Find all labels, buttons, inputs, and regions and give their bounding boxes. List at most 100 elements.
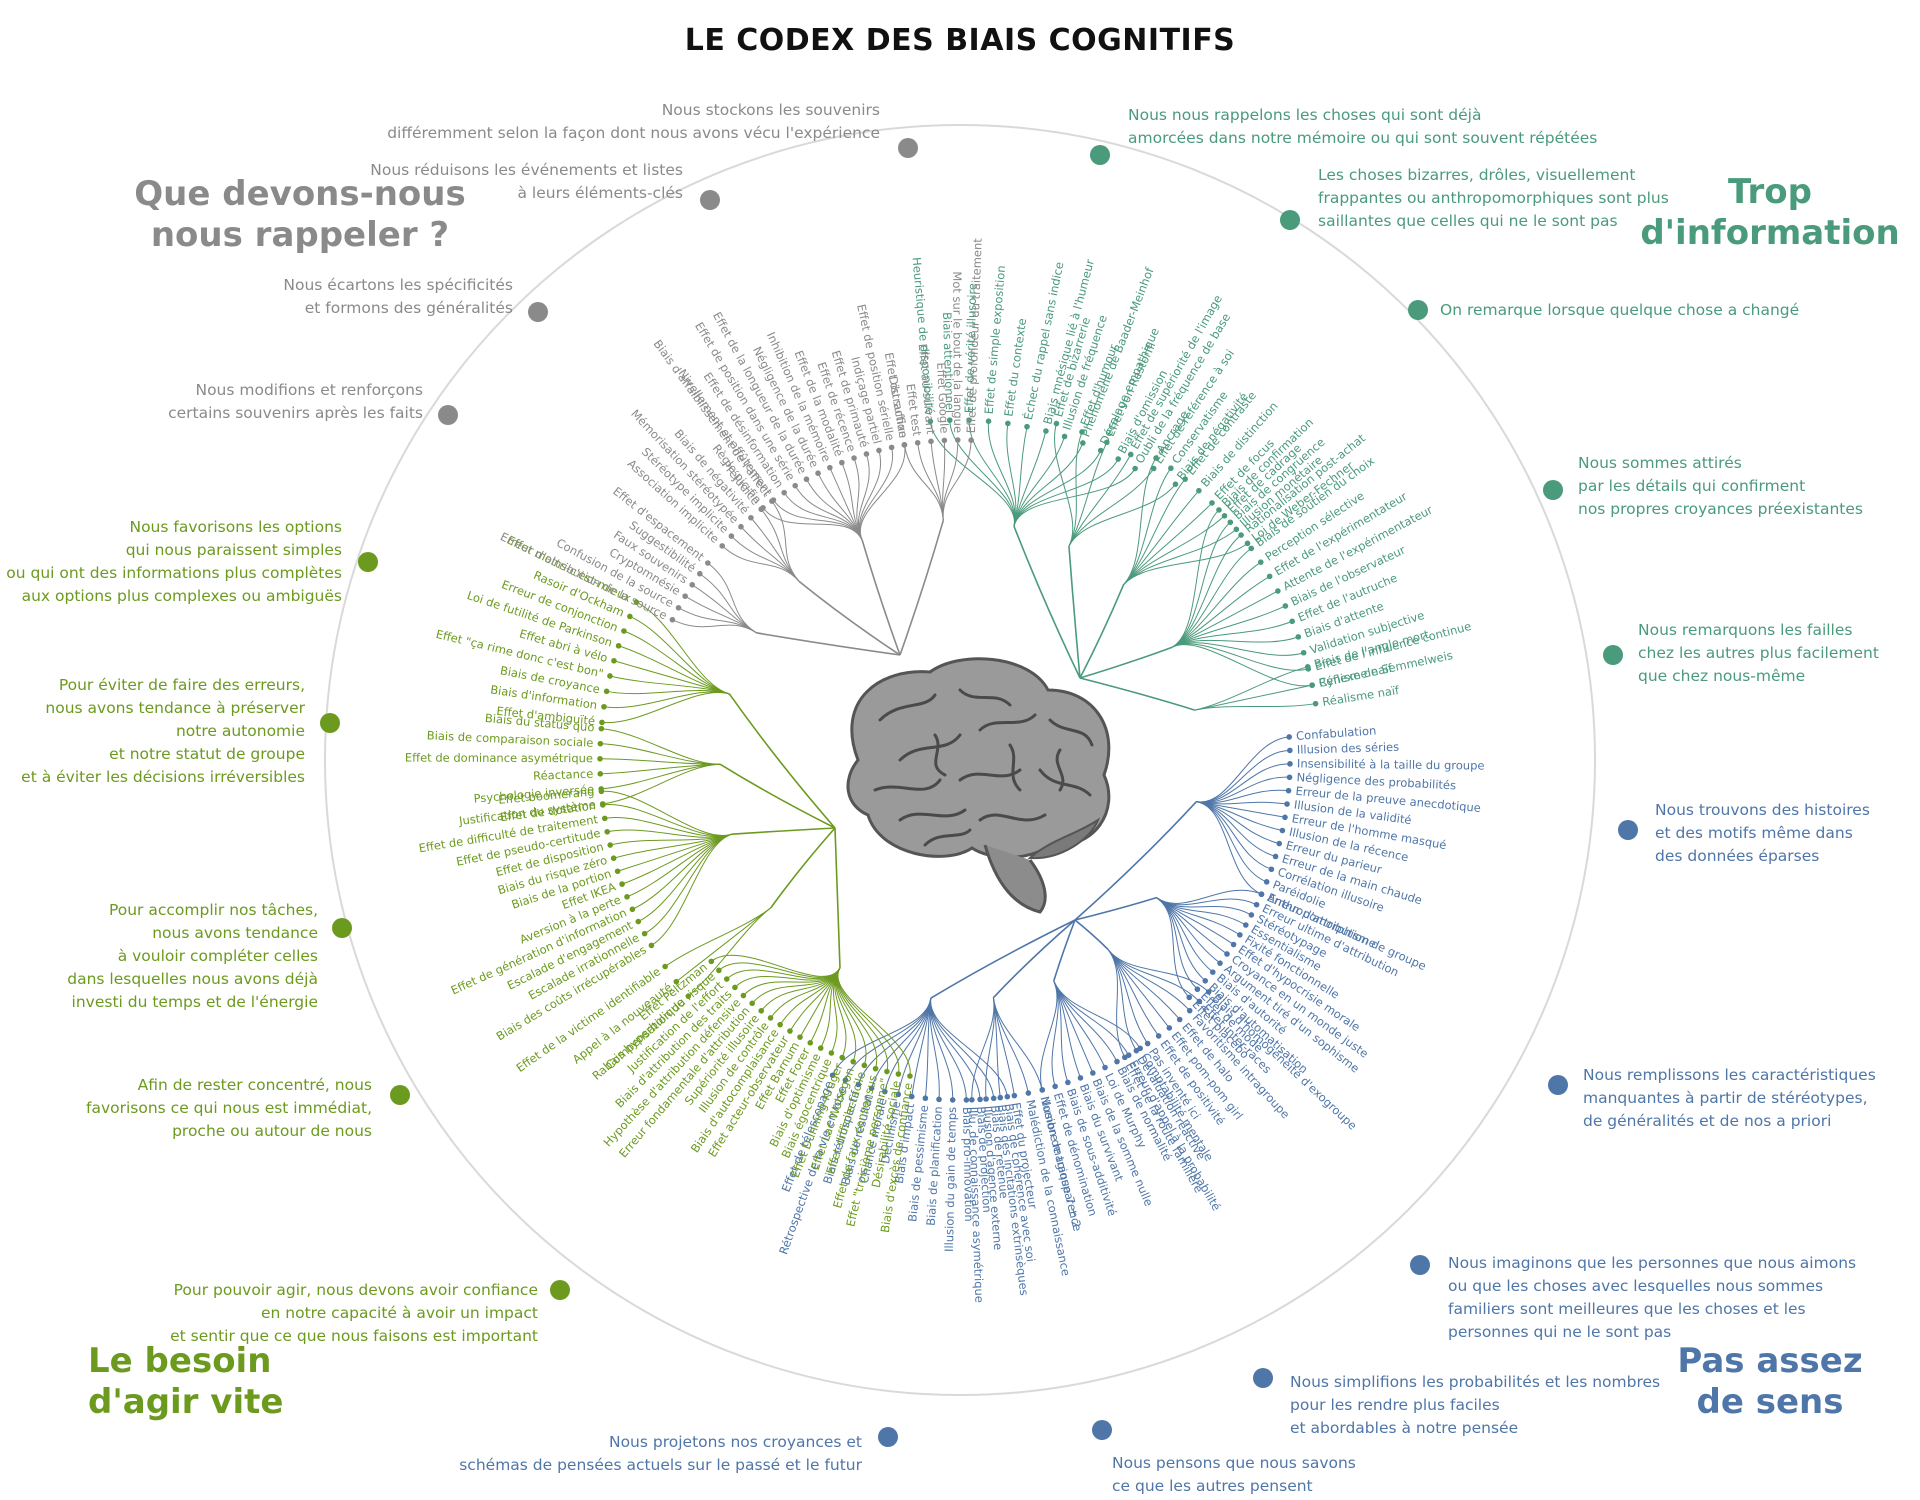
brain-hemisphere bbox=[846, 657, 1111, 859]
group-description-line: favorisons ce qui nous est immédiat, bbox=[86, 1099, 372, 1117]
bias-group bbox=[1074, 919, 1212, 1061]
bias-group bbox=[1079, 455, 1251, 679]
item-dot bbox=[777, 1021, 783, 1028]
item-dot bbox=[985, 418, 992, 425]
branch-trunk bbox=[1053, 919, 1076, 982]
branch-line bbox=[1123, 457, 1157, 585]
group-description-line: Pour éviter de faire des erreurs, bbox=[59, 676, 305, 694]
bias-item-label: Mot sur le bout de la langue bbox=[950, 271, 965, 433]
branch-line bbox=[1068, 483, 1176, 547]
branch-trunk bbox=[861, 540, 901, 656]
branch-line bbox=[613, 660, 730, 695]
item-dot bbox=[868, 1085, 875, 1092]
group-description-line: Nous réduisons les événements et listes bbox=[370, 161, 683, 179]
branch-trunk bbox=[756, 632, 901, 656]
branch-line bbox=[1196, 801, 1286, 818]
branch-line bbox=[1013, 442, 1084, 527]
group-description-line: nous avons tendance bbox=[152, 924, 318, 942]
branch-line bbox=[835, 967, 857, 1062]
branch-line bbox=[1171, 590, 1279, 648]
group-description-line: en notre capacité à avoir un impact bbox=[261, 1304, 538, 1322]
item-dot bbox=[850, 1058, 856, 1065]
branch-trunk bbox=[930, 919, 1076, 999]
group-description-line: On remarque lorsque quelque chose a chan… bbox=[1440, 301, 1799, 319]
branch-trunk bbox=[731, 827, 836, 835]
group-description-line: Afin de rester concentré, nous bbox=[138, 1076, 372, 1094]
branch-line bbox=[930, 998, 967, 1100]
group-marker-dot bbox=[1280, 210, 1300, 230]
branch-trunk bbox=[1079, 646, 1173, 679]
item-dot bbox=[597, 740, 604, 747]
item-dot bbox=[604, 828, 611, 835]
item-dot bbox=[966, 417, 972, 423]
item-dot bbox=[1286, 774, 1293, 781]
quadrant-title-line: Trop bbox=[1728, 172, 1812, 212]
branch-trunk bbox=[992, 919, 1076, 999]
branch-line bbox=[687, 907, 772, 997]
item-dot bbox=[969, 1096, 975, 1103]
item-dot bbox=[1272, 853, 1279, 860]
quadrant-title-line: d'agir vite bbox=[88, 1382, 283, 1422]
item-dot bbox=[641, 930, 648, 937]
item-dot bbox=[635, 918, 642, 925]
item-dot bbox=[1194, 986, 1201, 993]
bias-group bbox=[899, 437, 974, 656]
item-dot bbox=[1295, 634, 1302, 640]
branch-line bbox=[992, 997, 1043, 1091]
branch-line bbox=[1196, 749, 1290, 803]
group-marker-dot bbox=[390, 1085, 410, 1105]
group-description-line: manquantes à partir de stéréotypes, bbox=[1583, 1089, 1868, 1107]
branch-line bbox=[1156, 897, 1190, 998]
group-description-line: des données éparses bbox=[1655, 847, 1819, 865]
group-description-line: ou qui ont des informations plus complèt… bbox=[6, 564, 342, 582]
branch-line bbox=[1156, 889, 1262, 904]
item-dot bbox=[682, 593, 688, 599]
branch-trunk bbox=[770, 827, 836, 909]
item-dot bbox=[1289, 618, 1295, 625]
item-dot bbox=[1309, 682, 1315, 688]
group-description-line: notre autonomie bbox=[176, 722, 305, 740]
item-dot bbox=[627, 613, 633, 620]
group-marker-dot bbox=[320, 713, 340, 733]
item-dot bbox=[1102, 1064, 1108, 1071]
item-dot bbox=[1150, 465, 1157, 472]
branch-line bbox=[771, 500, 800, 582]
item-dot bbox=[1186, 994, 1193, 1001]
branch-line bbox=[1123, 467, 1172, 585]
item-dot bbox=[1233, 526, 1240, 533]
group-description-line: frappantes ou anthropomorphiques sont pl… bbox=[1318, 189, 1669, 207]
quadrant-title-line: nous rappeler ? bbox=[151, 215, 449, 255]
item-dot bbox=[1004, 1093, 1011, 1100]
branch-line bbox=[1123, 542, 1248, 585]
group-marker-dot bbox=[1408, 300, 1428, 320]
item-dot bbox=[1166, 1025, 1173, 1031]
branch-line bbox=[837, 967, 911, 1077]
branch-line bbox=[1006, 423, 1017, 527]
item-dot bbox=[1300, 649, 1307, 656]
item-dot bbox=[719, 543, 725, 549]
group-description-line: Nous nous rappelons les choses qui sont … bbox=[1128, 106, 1482, 124]
branch-line bbox=[1068, 468, 1155, 547]
item-dot bbox=[607, 673, 613, 679]
item-dot bbox=[1104, 439, 1110, 446]
branch-trunk bbox=[1074, 896, 1157, 921]
branch-line bbox=[1171, 561, 1262, 648]
branch-line bbox=[942, 440, 972, 521]
item-dot bbox=[963, 1097, 970, 1103]
item-dot bbox=[1282, 814, 1288, 821]
group-marker-dot bbox=[1092, 1420, 1112, 1440]
item-dot bbox=[1137, 1045, 1143, 1052]
item-dot bbox=[861, 1062, 868, 1069]
group-description-line: Nous projetons nos croyances et bbox=[609, 1433, 862, 1451]
branch-line bbox=[644, 833, 732, 935]
item-dot bbox=[1172, 481, 1179, 487]
group-description-line: proche ou autour de nous bbox=[172, 1122, 372, 1140]
branch-line bbox=[1194, 666, 1308, 711]
group-marker-dot bbox=[358, 552, 378, 572]
item-dot bbox=[598, 725, 605, 732]
item-dot bbox=[770, 497, 777, 503]
